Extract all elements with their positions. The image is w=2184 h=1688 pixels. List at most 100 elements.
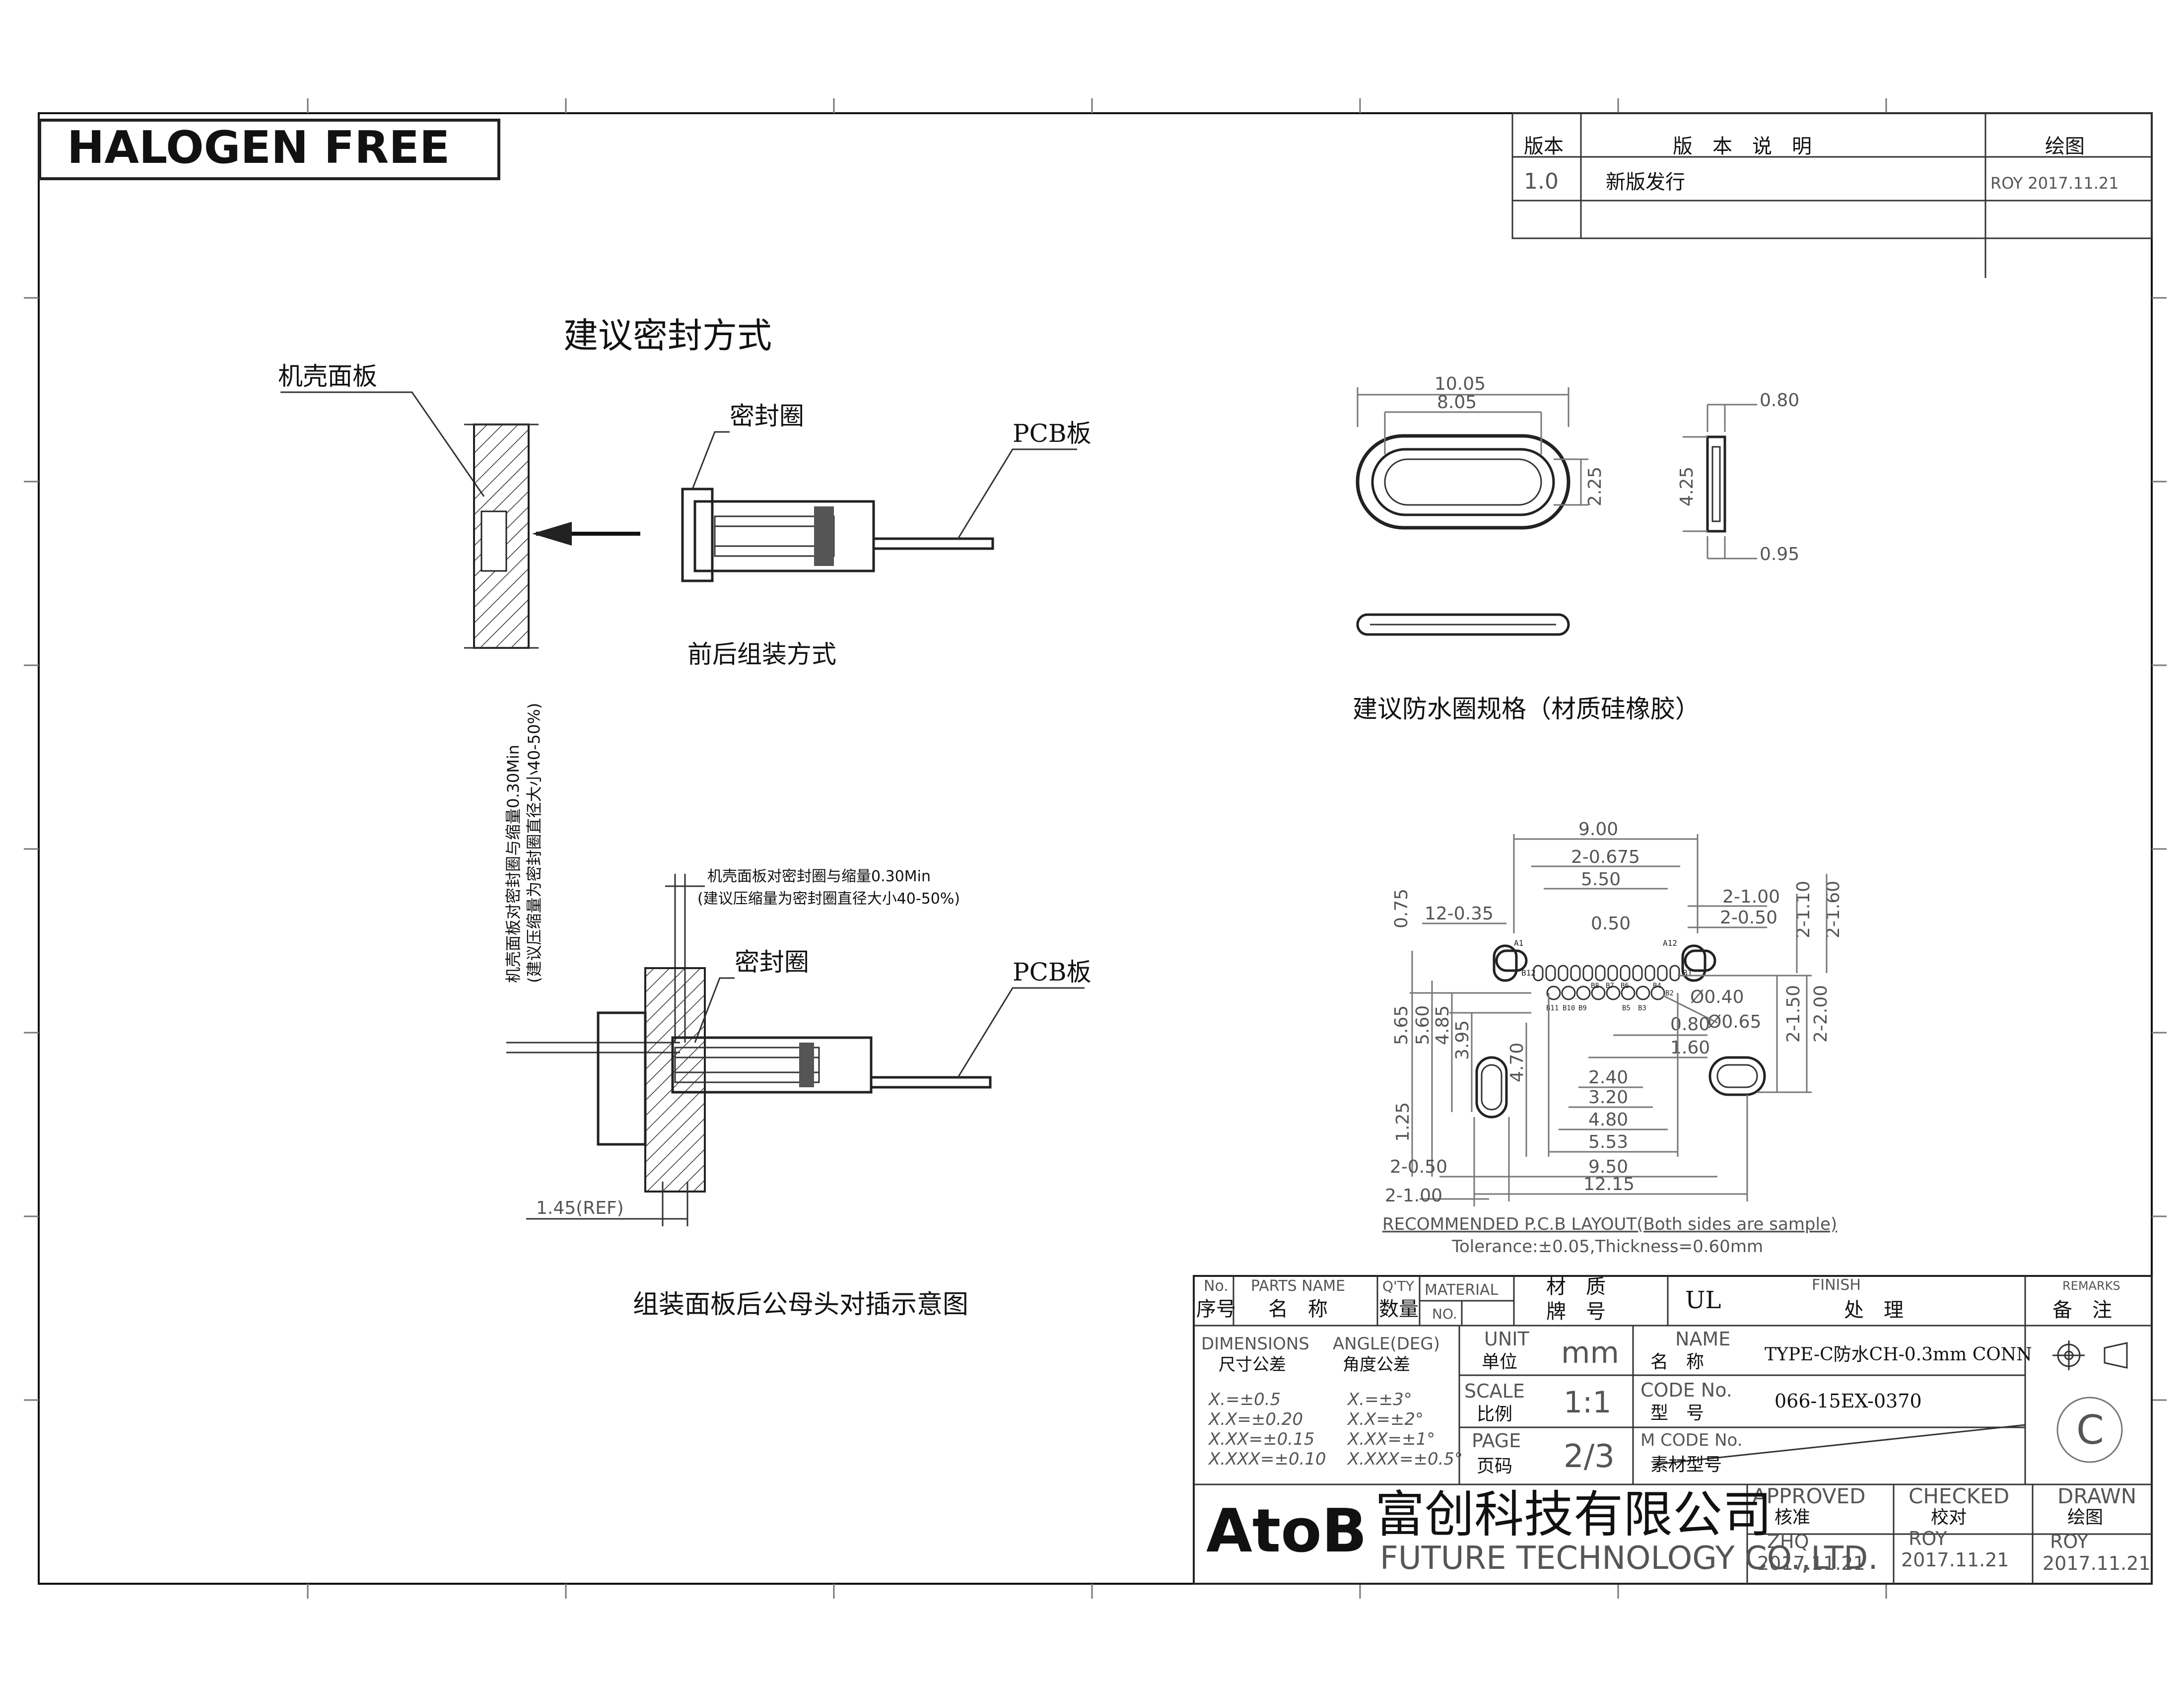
tb-approved-date: 2017.11.21 <box>1757 1552 1865 1574</box>
tb-tol-3: X.XX=±0.15 <box>1208 1429 1314 1449</box>
dim-4-70: 4.70 <box>1507 1043 1527 1082</box>
sealing-caption: 前后组装方式 <box>687 640 836 669</box>
copyright-icon <box>2056 1397 2123 1463</box>
company-logo: AtoB <box>1206 1497 1367 1566</box>
tb-code-val: 066-15EX-0370 <box>1774 1390 1922 1412</box>
tb-dims-cn: 尺寸公差 <box>1219 1355 1286 1375</box>
ring-dim-height: 2.25 <box>1585 467 1605 506</box>
tb-page-val: 2/3 <box>1564 1438 1615 1475</box>
assembly-pcb-label: PCB板 <box>1013 958 1092 986</box>
company-name-en: FUTURE TECHNOLOGY CO.,LTD. <box>1380 1540 1878 1577</box>
revision-table: 版本 版 本 说 明 绘图 1.0 新版发行 ROY 2017.11.21 <box>1511 112 2153 278</box>
ring-edge-view <box>1356 613 1570 636</box>
tb-checked-en: CHECKED <box>1909 1484 2009 1508</box>
pin-b2: B2 <box>1665 989 1674 997</box>
title-block: No. 序号 PARTS NAME 名 称 Q'TY 数量 MATERIAL N… <box>1193 1275 2153 1585</box>
tb-material-cn2: 牌 号 <box>1546 1300 1606 1323</box>
dim-2-150: 2-1.50 <box>1783 985 1804 1043</box>
dim-2-40: 2.40 <box>1588 1067 1628 1088</box>
connector-inserted-view <box>671 1036 873 1094</box>
tb-qty-en: Q'TY <box>1382 1278 1415 1294</box>
pin-b12: B12 <box>1521 968 1536 978</box>
dim-12-15: 12.15 <box>1583 1174 1635 1195</box>
ring-side-view <box>1706 435 1726 533</box>
assembly-ref-dim: 1.45(REF) <box>536 1198 624 1218</box>
pin-b7: B7 <box>1606 982 1614 990</box>
tb-material-en: MATERIAL <box>1425 1281 1499 1299</box>
dim-0-50: 0.50 <box>1591 914 1631 934</box>
halogen-free-label: HALOGEN FREE <box>67 122 450 174</box>
sealing-panel-label: 机壳面板 <box>278 362 377 391</box>
tb-qty-cn: 数量 <box>1379 1298 1419 1321</box>
tb-tol-1: X.=±0.5 <box>1208 1390 1281 1409</box>
dim-1-60: 1.60 <box>1670 1038 1710 1058</box>
tb-drawn-cn: 绘图 <box>2067 1507 2103 1528</box>
tb-material-cn1: 材 质 <box>1546 1275 1606 1298</box>
pin-b6: B6 <box>1621 982 1629 990</box>
pin-b10: B10 <box>1563 1004 1575 1012</box>
pin-b4: B4 <box>1653 982 1661 990</box>
dim-4-85: 4.85 <box>1433 1005 1453 1045</box>
dim-9-00: 9.00 <box>1578 819 1618 840</box>
tb-drawn-by: ROY <box>2050 1531 2089 1552</box>
tb-copyright-mark: C <box>2076 1407 2104 1453</box>
slot-right <box>1708 1056 1766 1096</box>
pin-b3: B3 <box>1638 1004 1646 1012</box>
revision-col-drawn: 绘图 <box>2045 135 2085 158</box>
pcb-layout-view: 9.00 2-0.675 5.50 12-0.35 0.50 0.75 2-1.… <box>1382 819 1843 1257</box>
ring-dim-side-top: 0.80 <box>1760 390 1799 411</box>
tb-drawn-date: 2017.11.21 <box>2043 1552 2151 1574</box>
tb-angle-en: ANGLE(DEG) <box>1333 1334 1440 1354</box>
pin-b8: B8 <box>1591 982 1599 990</box>
tb-checked-date: 2017.11.21 <box>1901 1549 2009 1571</box>
tb-finish-en: FINISH <box>1812 1276 1861 1294</box>
tb-remarks-en: REMARKS <box>2062 1279 2120 1293</box>
revision-col-desc: 版 本 说 明 <box>1673 135 1812 158</box>
ring-caption: 建议防水圈规格（材质硅橡胶） <box>1353 695 1700 723</box>
connector-side-view <box>681 488 875 582</box>
revision-row-version: 1.0 <box>1524 169 1559 194</box>
pad-row-top <box>1493 944 1716 1000</box>
dim-2-100-bottom: 2-1.00 <box>1385 1186 1442 1206</box>
tb-atol-4: X.XXX=±0.5° <box>1347 1449 1463 1469</box>
slot-left <box>1475 1056 1508 1119</box>
dim-0-80: 0.80 <box>1670 1014 1710 1035</box>
tb-name-en: NAME <box>1675 1328 1730 1350</box>
tb-unit-en: UNIT <box>1484 1328 1529 1350</box>
sheet-frame <box>24 98 2167 1599</box>
ring-dim-side-bot: 0.95 <box>1760 544 1799 564</box>
ring-spec-view: 10.05 8.05 2.25 4.25 0.80 0.95 建议防水圈规格（材… <box>1353 374 1799 723</box>
tb-approved-en: APPROVED <box>1752 1484 1866 1508</box>
tb-atol-2: X.X=±2° <box>1347 1409 1424 1429</box>
dim-2-050-top: 2-0.50 <box>1720 908 1777 928</box>
assembly-side-note-2: (建议压缩量为密封圈直径大小40-50%) <box>525 703 544 983</box>
dim-2-050-bottom: 2-0.50 <box>1390 1157 1447 1177</box>
tb-scale-en: SCALE <box>1464 1380 1525 1402</box>
tb-scale-val: 1:1 <box>1564 1385 1612 1420</box>
assembly-caption: 组装面板后公母头对插示意图 <box>633 1290 968 1320</box>
tb-name-cn: 名 称 <box>1650 1352 1704 1372</box>
tb-mcode-cn: 素材型号 <box>1650 1455 1722 1475</box>
tb-tol-4: X.XXX=±0.10 <box>1208 1449 1326 1469</box>
tb-unit-cn: 单位 <box>1482 1352 1517 1372</box>
assembly-top-note-1: 机壳面板对密封圈与缩量0.30Min <box>707 868 931 885</box>
tb-checked-cn: 校对 <box>1931 1507 1967 1528</box>
sealing-pcb-label: PCB板 <box>1013 419 1092 448</box>
dim-12-035: 12-0.35 <box>1425 904 1494 924</box>
tb-drawn-en: DRAWN <box>2057 1484 2136 1508</box>
dim-5-53: 5.53 <box>1588 1132 1628 1152</box>
ring-dim-side-h: 4.25 <box>1677 467 1697 506</box>
assembly-view: 机壳面板对密封圈与缩量0.30Min (建议压缩量为密封圈直径大小40-50%)… <box>504 703 1092 1320</box>
ring-dim-inner: 8.05 <box>1437 392 1477 413</box>
tb-material-val: UL <box>1685 1286 1721 1314</box>
dim-dia-0-40: Ø0.40 <box>1690 987 1744 1007</box>
tb-page-en: PAGE <box>1472 1430 1521 1452</box>
tb-page-cn: 页码 <box>1477 1456 1512 1477</box>
assembly-top-note-2: (建议压缩量为密封圈直径大小40-50%) <box>697 890 960 908</box>
tb-mcode-en: M CODE No. <box>1640 1430 1743 1450</box>
dim-2-0675: 2-0.675 <box>1571 847 1640 867</box>
tb-tol-2: X.X=±0.20 <box>1208 1409 1303 1429</box>
tb-code-en: CODE No. <box>1640 1379 1732 1401</box>
tb-parts-en: PARTS NAME <box>1251 1277 1345 1295</box>
